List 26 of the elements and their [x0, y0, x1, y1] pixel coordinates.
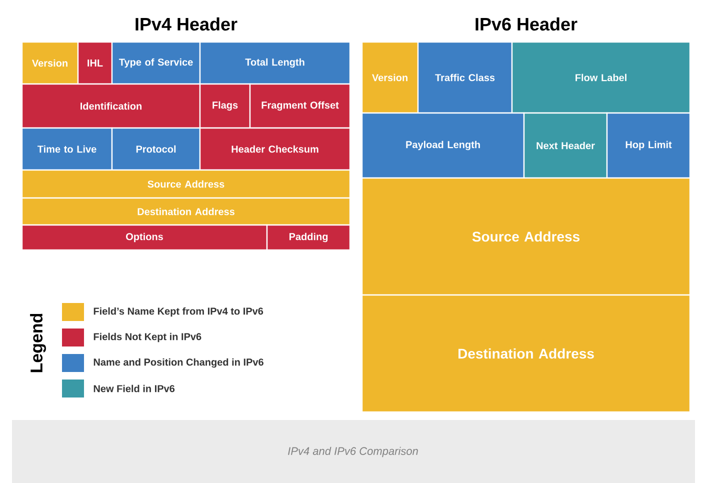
header-field: Fragment Offset: [249, 83, 351, 129]
legend-text: New Field in IPv6: [94, 384, 175, 392]
header-field: Destination Address: [21, 197, 351, 226]
header-field: Source Address: [21, 169, 351, 199]
legend-text: Field’s Name Kept from IPv4 to IPv6: [94, 307, 264, 317]
legend-text: Fields Not Kept in IPv6: [94, 332, 202, 342]
header-title: IPv6 Header: [476, 17, 578, 31]
legend-title: Legend: [30, 314, 46, 372]
legend-text: Name and Position Changed in IPv6: [94, 358, 264, 368]
caption: IPv4 and IPv6 Comparison: [288, 446, 418, 458]
header-field: Next Header: [523, 112, 608, 179]
header-field: Type of Service: [111, 41, 201, 85]
header-field: Version: [361, 41, 419, 114]
header-field: Time to Live: [21, 127, 113, 171]
header-field: IHL: [77, 41, 113, 85]
header-field: Padding: [266, 224, 351, 251]
header-field: Hop Limit: [606, 112, 691, 179]
header-field: Source Address: [361, 177, 691, 296]
header-field: Total Length: [199, 41, 351, 85]
header-title: IPv4 Header: [136, 17, 238, 31]
header-field: Flags: [199, 83, 251, 129]
header-field: Version: [21, 41, 79, 85]
header-field: Destination Address: [361, 294, 691, 413]
header-field: Protocol: [111, 127, 201, 171]
header-field: Payload Length: [361, 112, 525, 179]
header-field: Traffic Class: [417, 41, 513, 114]
